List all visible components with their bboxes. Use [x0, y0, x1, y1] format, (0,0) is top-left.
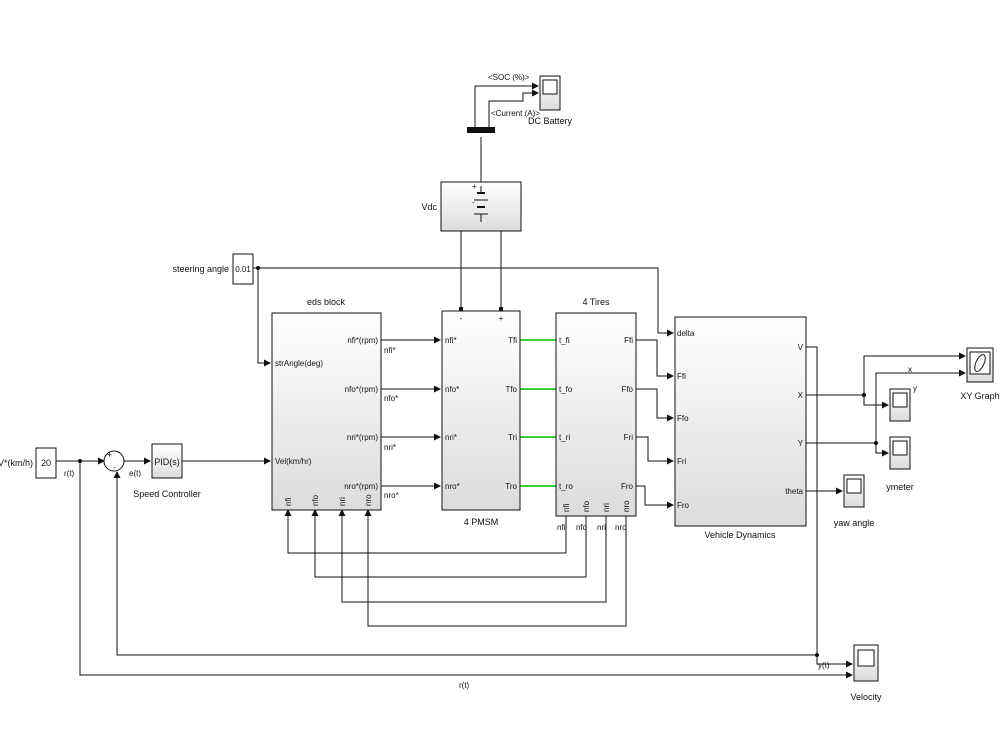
vehicle-input-fri: Fri [677, 457, 687, 466]
signal-label-e: e(t) [129, 469, 141, 478]
pmsm-block[interactable]: - + nfi* nfo* nri* nro* Tfi Tfo Tri Tro … [441, 307, 521, 527]
eds-block-title: eds block [307, 297, 346, 307]
dc-battery-scope[interactable]: DC Battery [528, 75, 573, 126]
tires-bottom-nfo: nfo [582, 500, 591, 512]
eds-bottom-nro: nro [364, 494, 373, 506]
battery-block[interactable]: + - Vdc [421, 181, 522, 232]
eds-output-nfi: nfi*(rpm) [347, 336, 378, 345]
signal-label-r-bottom: r(t) [459, 681, 470, 690]
pmsm-output-tfo: Tfo [505, 385, 517, 394]
battery-minus-sign: - [472, 198, 475, 207]
speed-reference-value: 20 [41, 458, 51, 468]
tires-output-fri: Fri [624, 433, 634, 442]
vehicle-input-fro: Fro [677, 501, 690, 510]
vehicle-output-v: V [798, 343, 804, 352]
wire-label-nfi: nfi* [384, 346, 396, 355]
pid-label: Speed Controller [133, 489, 201, 499]
sum-block[interactable]: + - [103, 450, 125, 472]
tires-wire-label-nri: nri [597, 523, 606, 532]
tires-wire-label-nfi: nfi [557, 523, 566, 532]
eds-bottom-nfi: nfi [284, 497, 293, 506]
eds-bottom-nri: nri [338, 497, 347, 506]
vehicle-input-ffo: Ffo [677, 414, 689, 423]
tires-input-tfo: t_fo [559, 385, 573, 394]
battery-plus-sign: + [472, 182, 477, 191]
eds-output-nri: nri*(rpm) [347, 433, 378, 442]
velocity-label: Velocity [850, 692, 882, 702]
ymeter-label: ymeter [886, 482, 914, 492]
tires-block[interactable]: 4 Tires t_fi t_fo t_ri t_ro Ffi Ffo Fri … [555, 297, 637, 517]
dc-battery-scope-label: DC Battery [528, 116, 573, 126]
tires-output-ffi: Ffi [624, 336, 633, 345]
yaw-angle-scope[interactable]: yaw angle [834, 474, 875, 528]
battery-label: Vdc [421, 202, 437, 212]
vehicle-dynamics-block[interactable]: delta Ffi Ffo Fri Fro V X Y theta Vehicl… [674, 316, 807, 540]
pmsm-top-plus: + [499, 314, 504, 323]
speed-reference-label: V*(km/h) [0, 458, 33, 468]
signal-label-current: <Current (A)> [491, 109, 540, 118]
tires-wire-label-nro: nro [615, 523, 627, 532]
pmsm-output-tfi: Tfi [508, 336, 517, 345]
eds-output-nro: nro*(rpm) [344, 482, 378, 491]
vehicle-input-ffi: Ffi [677, 372, 686, 381]
velocity-scope[interactable]: Velocity [850, 644, 882, 702]
pmsm-input-nfo: nfo* [445, 385, 459, 394]
signal-label-x: x [908, 365, 912, 374]
tires-input-tro: t_ro [559, 482, 573, 491]
wire-label-nfo: nfo* [384, 394, 398, 403]
pmsm-input-nro: nro* [445, 482, 460, 491]
tires-input-tri: t_ri [559, 433, 570, 442]
speed-reference-constant[interactable]: 20 V*(km/h) [0, 447, 57, 479]
eds-input-vel: Vel(km/hr) [275, 457, 312, 466]
pmsm-top-minus: - [460, 314, 463, 323]
xy-graph-label: XY Graph [960, 391, 999, 401]
vehicle-output-x: X [798, 391, 804, 400]
wire-label-nro: nro* [384, 491, 399, 500]
tires-bottom-nro: nro [622, 500, 631, 512]
tires-output-ffo: Ffo [621, 385, 633, 394]
eds-output-nfo: nfo*(rpm) [345, 385, 379, 394]
vehicle-block-title: Vehicle Dynamics [704, 530, 776, 540]
pmsm-block-title: 4 PMSM [464, 517, 499, 527]
tires-bottom-nri: nri [602, 503, 611, 512]
eds-input-str-angle: strAngle(deg) [275, 359, 323, 368]
sum-minus-sign: - [113, 463, 116, 472]
vehicle-input-delta: delta [677, 329, 695, 338]
tires-output-fro: Fro [621, 482, 634, 491]
pid-controller-block[interactable]: PID(s) Speed Controller [133, 443, 201, 499]
signal-label-y: y [913, 384, 917, 393]
steering-angle-value: 0.01 [235, 265, 251, 274]
x-scope[interactable] [889, 388, 911, 422]
tires-bottom-nfi: nfi [562, 503, 571, 512]
yaw-angle-label: yaw angle [834, 518, 875, 528]
signal-label-y-t: y(t) [818, 661, 830, 670]
vehicle-output-theta: theta [785, 487, 803, 496]
bus-selector[interactable] [467, 127, 495, 133]
signal-label-soc: <SOC (%)> [488, 73, 530, 82]
tires-block-title: 4 Tires [582, 297, 610, 307]
vehicle-output-y: Y [798, 439, 804, 448]
tires-input-tfi: t_fi [559, 336, 570, 345]
xy-graph-block[interactable]: XY Graph [960, 347, 1000, 401]
pmsm-output-tro: Tro [505, 482, 517, 491]
steering-angle-label: steering angle [172, 264, 229, 274]
pmsm-input-nfi: nfi* [445, 336, 457, 345]
wire-label-nri: nri* [384, 443, 396, 452]
pmsm-output-tri: Tri [508, 433, 517, 442]
steering-angle-constant[interactable]: 0.01 steering angle [172, 253, 254, 285]
signal-label-r: r(t) [64, 469, 75, 478]
pid-text: PID(s) [154, 457, 180, 467]
eds-block[interactable]: eds block strAngle(deg) Vel(km/hr) nfi*(… [271, 297, 382, 511]
ymeter-scope[interactable]: ymeter [886, 436, 914, 492]
pmsm-input-nri: nri* [445, 433, 457, 442]
wires [56, 82, 966, 679]
eds-bottom-nfo: nfo [311, 494, 320, 506]
sum-plus-sign: + [107, 450, 112, 459]
tires-wire-label-nfo: nfo [576, 523, 588, 532]
